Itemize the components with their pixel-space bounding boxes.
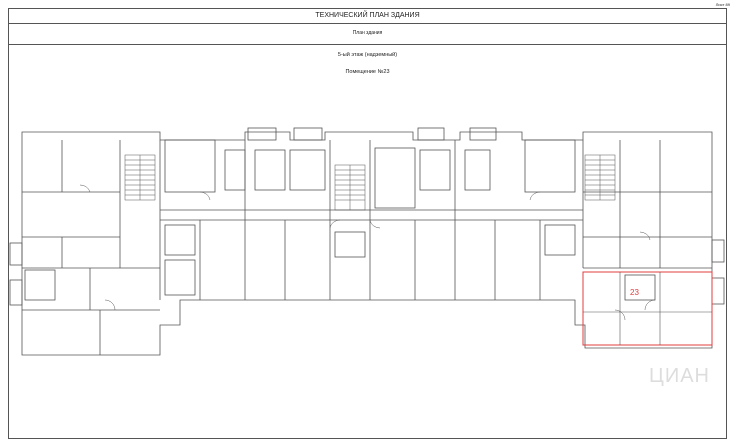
sheet-frame: ТЕХНИЧЕСКИЙ ПЛАН ЗДАНИЯ Лист 89 План зда… bbox=[8, 2, 730, 439]
sheet-number: Лист 89 bbox=[715, 2, 730, 7]
premises-number: 23 bbox=[630, 288, 639, 297]
floor-label: 5-ый этаж (надземный) bbox=[337, 52, 398, 58]
sheet-title: ТЕХНИЧЕСКИЙ ПЛАН ЗДАНИЯ bbox=[9, 9, 726, 24]
sheet-subtitle: План здания bbox=[9, 23, 726, 45]
premises-label: Помещение №23 bbox=[345, 69, 390, 75]
watermark: ЦИАН bbox=[649, 365, 710, 387]
premises-23-highlight[interactable]: 23 bbox=[582, 271, 713, 346]
